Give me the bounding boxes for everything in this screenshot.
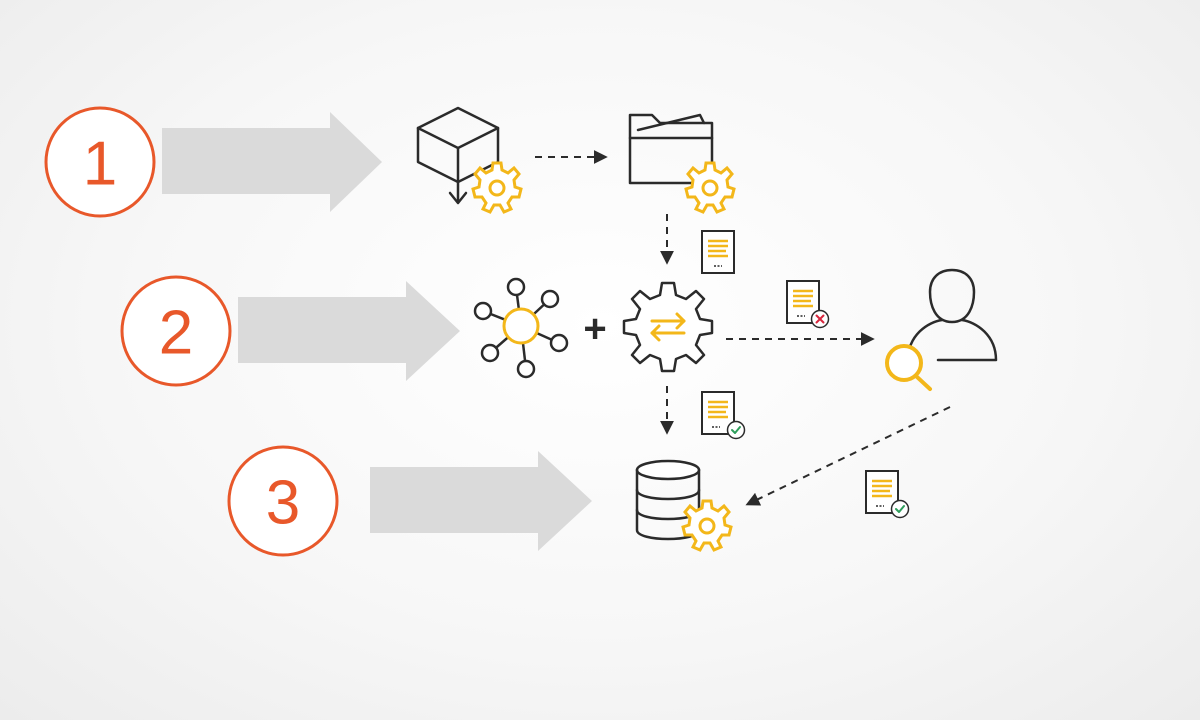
document-check-icon (865, 470, 910, 519)
step-2-badge (120, 275, 232, 387)
document-check-icon (701, 391, 746, 440)
step-3-number: 3 (266, 469, 300, 538)
step-1-number: 1 (83, 130, 117, 199)
user-icon (906, 268, 998, 362)
step-2-number: 2 (159, 299, 193, 368)
document-icon (701, 230, 735, 274)
step-2-row: 2 (120, 275, 460, 387)
plus-operator: + (583, 307, 606, 351)
magnifier-icon (885, 344, 932, 391)
connector-user-to-database (745, 406, 951, 506)
document-error-icon (786, 280, 830, 329)
step-3-badge (227, 445, 339, 557)
step-1-arrow (162, 112, 382, 212)
step-3-row: 3 (227, 445, 592, 557)
gear-icon (684, 161, 736, 214)
step-1-badge (44, 106, 156, 218)
step-3-arrow (370, 451, 592, 551)
step-1-row: 1 (44, 106, 382, 218)
step-2-arrow (238, 281, 460, 381)
transform-gear-icon (622, 281, 714, 373)
network-hub-icon (473, 277, 569, 379)
gear-icon (681, 499, 733, 552)
gear-icon (471, 161, 523, 214)
